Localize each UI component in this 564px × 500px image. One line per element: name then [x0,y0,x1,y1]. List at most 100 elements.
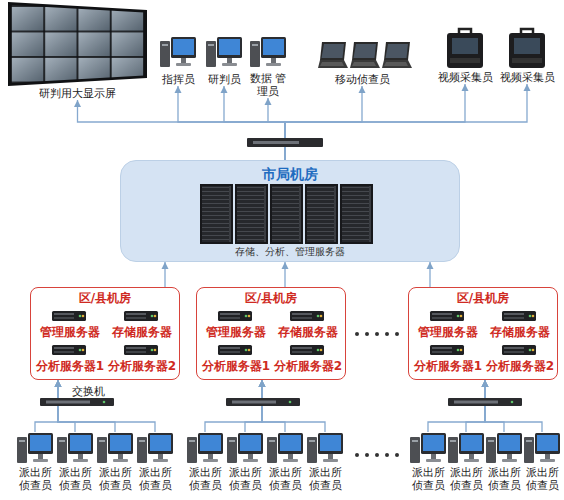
police-terminal: 派出所 侦查员 [95,432,135,492]
arrow-head [221,86,228,93]
node-label: 区/县机房 [31,288,179,306]
node-label: 派出所 侦查员 [185,466,225,492]
connector [285,84,531,160]
connector [175,86,286,160]
connector [285,86,366,160]
node-label: 派出所 侦查员 [446,466,486,492]
rack-cabinet [235,184,268,244]
node-sublabel: 存储、分析、管理服务器 [235,245,345,258]
display-wall-screens [11,5,144,83]
connector [74,100,285,160]
terminal-node: 研判员 [201,34,247,86]
connector [221,86,286,160]
node-label: 视频采集员 [500,71,555,84]
device-label: 交换机 [72,385,105,398]
terminal-node: 数据 管理员 [245,34,291,98]
connector [282,262,289,287]
node-label: 视频采集员 [438,71,493,84]
police-terminal: 派出所 侦查员 [446,432,486,492]
node-label: 派出所 侦查员 [135,466,175,492]
arrow-head [482,380,489,387]
node-label: 区/县机房 [197,288,345,306]
node-label: 分析服务器2 [274,356,342,374]
node-label: 分析服务器2 [486,356,554,374]
server-node: 管理服务器 [37,310,103,340]
server-node: 分析服务器2 [487,344,553,374]
data-center-band: 市局机房存储、分析、管理服务器 [120,160,460,262]
police-terminal: 派出所 侦查员 [135,432,175,492]
arrow-head [482,380,489,387]
connector [265,98,286,160]
connector-line [262,380,285,432]
arrow-head [259,380,266,387]
node-label: 派出所 侦查员 [305,466,345,492]
server-group [218,311,324,355]
connector-line [285,86,362,160]
police-terminal: 派出所 侦查员 [15,432,55,492]
police-terminal: 派出所 侦查员 [484,432,524,492]
connector [482,380,543,432]
server-node: 分析服务器2 [275,344,341,374]
connector-line [78,100,286,160]
connector-line [485,380,542,432]
node-label: 指挥员 [162,73,195,86]
connector-line [466,380,485,432]
connector-line [262,380,325,432]
arrow-head [74,100,81,107]
terminal-node: 移动侦查员 [312,34,412,86]
police-terminal: 派出所 侦查员 [185,432,225,492]
terminal-node: 指挥员 [155,34,201,86]
terminal-node: 视频采集员 [498,26,556,84]
terminal-node: 研判用大显示屏 [5,0,150,100]
connector-line [285,84,527,160]
node-label: 分析服务器2 [108,356,176,374]
server-node: 分析服务器1 [203,344,269,374]
ellipsis-dots [355,332,399,457]
node-label: 派出所 侦查员 [95,466,135,492]
connector [205,380,266,432]
switch-icon [448,398,522,406]
laptop-icon [350,42,380,68]
node-label: 存储服务器 [490,322,550,340]
connector-line [58,380,155,432]
core-switch-ports [253,141,299,144]
connector [428,380,489,432]
pc-icon [250,37,286,67]
node-label: 存储服务器 [112,322,172,340]
connector-line [245,380,262,432]
switch-icon [40,398,114,406]
arrow-head [524,84,531,91]
server-node: 分析服务器2 [109,344,175,374]
connector [162,262,169,287]
connector [259,380,326,432]
arrow-head [55,380,62,387]
server-group [430,311,536,355]
switch-icon [226,398,300,406]
node-label: 移动侦查员 [335,73,390,86]
node-label: 派出所 侦查员 [265,466,305,492]
node-label: 数据 管理员 [245,72,291,98]
district-room-box: 区/县机房管理服务器存储服务器分析服务器1分析服务器2 [196,287,346,380]
police-terminal: 派出所 侦查员 [55,432,95,492]
rack-cabinet [200,184,233,244]
rack-cabinet [340,184,373,244]
police-terminal: 派出所 侦查员 [522,432,562,492]
video-case-icon [509,29,545,68]
node-label: 派出所 侦查员 [522,466,562,492]
node-label: 派出所 侦查员 [225,466,265,492]
terminal-node: 视频采集员 [436,26,494,84]
node-label: 研判员 [208,73,241,86]
node-label: 管理服务器 [40,322,100,340]
node-label: 分析服务器1 [36,356,104,374]
connector [55,380,116,432]
server-node: 存储服务器 [487,310,553,340]
node-label: 管理服务器 [418,322,478,340]
police-terminal: 派出所 侦查员 [225,432,265,492]
arrow-head [162,262,169,269]
laptop-icon [382,42,412,68]
node-label: 管理服务器 [206,322,266,340]
arrow-head [175,86,182,93]
node-label: 派出所 侦查员 [15,466,55,492]
pc-icon [160,37,196,67]
